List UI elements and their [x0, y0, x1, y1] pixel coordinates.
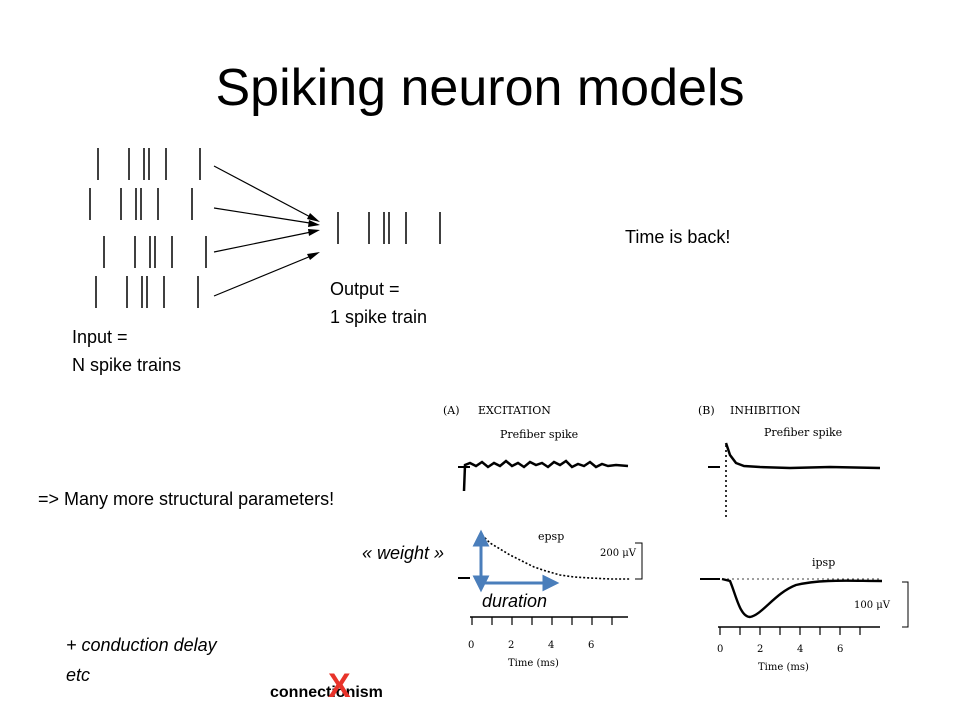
panel-a-tag: (A): [443, 404, 460, 417]
panel-b-tick-0: 0: [717, 644, 724, 655]
input-spike-train-1: [97, 148, 201, 180]
duration-label: duration: [482, 591, 548, 611]
panel-b-prefiber: Prefiber spike: [764, 426, 843, 439]
panel-a-traces: [458, 459, 643, 625]
input-sublabel: N spike trains: [72, 355, 182, 375]
cross-mark: X: [328, 667, 351, 705]
input-label: Input =: [72, 327, 128, 347]
panel-b-heading: INHIBITION: [730, 404, 801, 417]
panel-a-tick-4: 4: [548, 640, 555, 651]
panel-b-response: ipsp: [812, 556, 836, 569]
output-spike-train: [337, 212, 441, 244]
time-note: Time is back!: [625, 227, 731, 247]
panel-b-tick-4: 4: [797, 644, 804, 655]
output-sublabel: 1 spike train: [330, 307, 428, 327]
panel-b-tick-2: 2: [757, 644, 764, 655]
panel-a-tick-6: 6: [588, 640, 595, 651]
output-label: Output =: [330, 279, 400, 299]
panel-a-axis-label: Time (ms): [508, 658, 559, 669]
panel-a-response: epsp: [538, 530, 565, 543]
weight-duration-arrows: [472, 529, 560, 593]
panel-a-tick-0: 0: [468, 640, 475, 651]
panel-b-traces: [700, 442, 909, 635]
panel-a-tick-2: 2: [508, 640, 515, 651]
psp-figure: [458, 442, 909, 635]
input-spike-train-4: [95, 276, 199, 308]
panel-b-tag: (B): [698, 404, 715, 417]
panel-a-prefiber: Prefiber spike: [500, 428, 579, 441]
etc-note: etc: [66, 665, 91, 685]
convergence-arrows: [213, 165, 317, 297]
slide-title: Spiking neuron models: [215, 59, 745, 117]
connectionism-label: connectionism: [270, 684, 383, 701]
arrow-heads: [307, 213, 320, 260]
structural-note: => Many more structural parameters!: [38, 489, 335, 509]
weight-label: « weight »: [362, 543, 445, 563]
panel-b-axis-label: Time (ms): [758, 662, 809, 673]
input-spike-train-3: [103, 236, 207, 268]
panel-a-heading: EXCITATION: [478, 404, 551, 417]
panel-b-tick-6: 6: [837, 644, 844, 655]
delay-note: + conduction delay: [66, 635, 217, 655]
panel-a-scale: 200 μV: [600, 548, 636, 559]
input-spike-train-2: [89, 188, 193, 220]
panel-b-scale: 100 μV: [854, 600, 890, 611]
